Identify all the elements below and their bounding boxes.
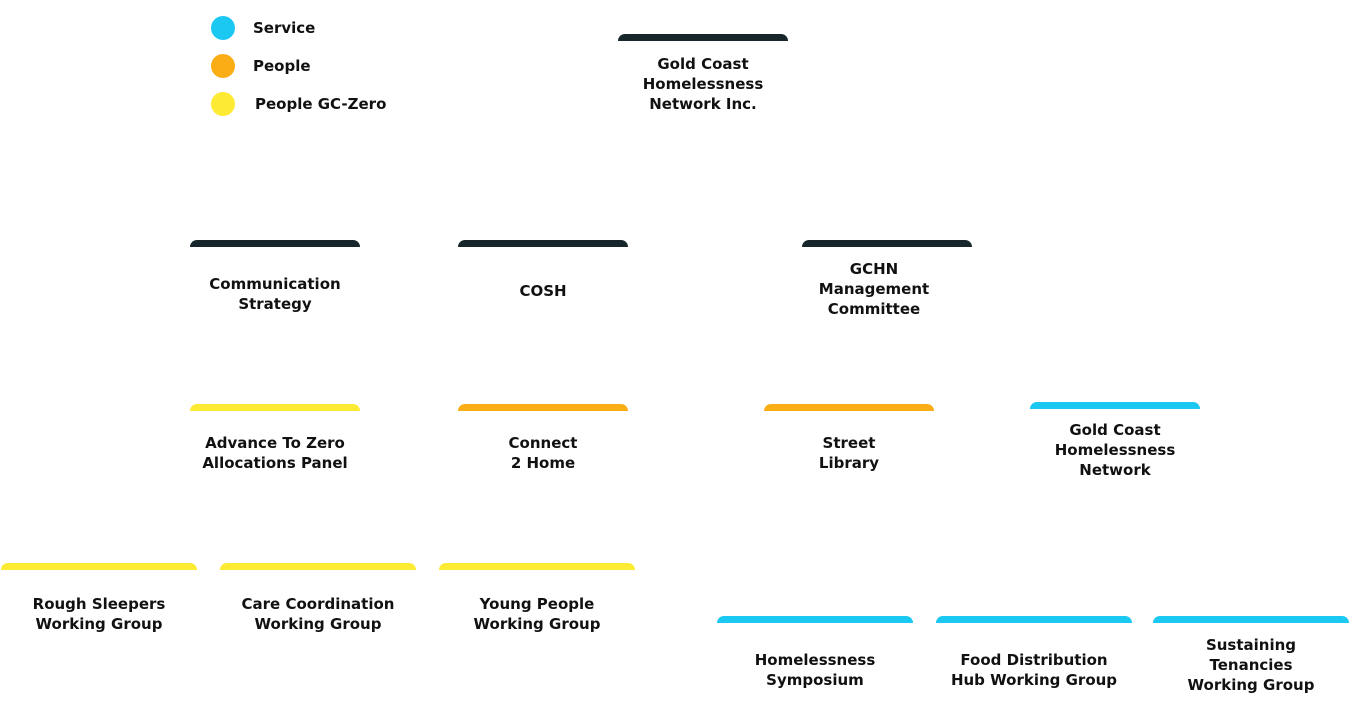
node-label: Food Distribution Hub Working Group — [950, 651, 1118, 689]
node-bar — [190, 404, 360, 411]
node-label: Homelessness Symposium — [754, 651, 876, 689]
node-label: Gold Coast Homelessness Network Inc. — [642, 55, 764, 113]
people-color-swatch — [211, 54, 235, 78]
node-label: Connect 2 Home — [508, 434, 578, 472]
legend-label-service: Service — [253, 19, 316, 37]
node-bar — [1, 563, 197, 570]
legend-label-people: People — [253, 57, 311, 75]
legend-people-gc-zero: People GC-Zero — [211, 92, 386, 116]
legend-people: People — [211, 54, 311, 78]
service-color-swatch — [211, 16, 235, 40]
node-label: Communication Strategy — [209, 275, 341, 313]
node-bar — [764, 404, 934, 411]
node-label: Advance To Zero Allocations Panel — [202, 434, 348, 472]
legend-label-people-gc-zero: People GC-Zero — [255, 95, 387, 113]
node-bar — [190, 240, 360, 247]
node-label: Sustaining Tenancies Working Group — [1187, 636, 1315, 694]
node-label: Care Coordination Working Group — [241, 595, 395, 633]
node-bar — [618, 34, 788, 41]
node-bar — [717, 616, 913, 623]
node-bar — [802, 240, 972, 247]
node-label: COSH — [519, 282, 567, 300]
node-bar — [458, 240, 628, 247]
node-bar — [936, 616, 1132, 623]
node-label: Street Library — [818, 434, 880, 472]
node-label: Rough Sleepers Working Group — [32, 595, 166, 633]
node-label: Gold Coast Homelessness Network — [1054, 421, 1176, 479]
node-label: GCHN Management Committee — [818, 260, 930, 318]
people-gc-zero-color-swatch — [211, 92, 235, 116]
node-bar — [1030, 402, 1200, 409]
legend-service: Service — [211, 16, 315, 40]
node-bar — [439, 563, 635, 570]
node-bar — [220, 563, 416, 570]
node-label: Young People Working Group — [473, 595, 601, 633]
node-bar — [1153, 616, 1349, 623]
node-bar — [458, 404, 628, 411]
